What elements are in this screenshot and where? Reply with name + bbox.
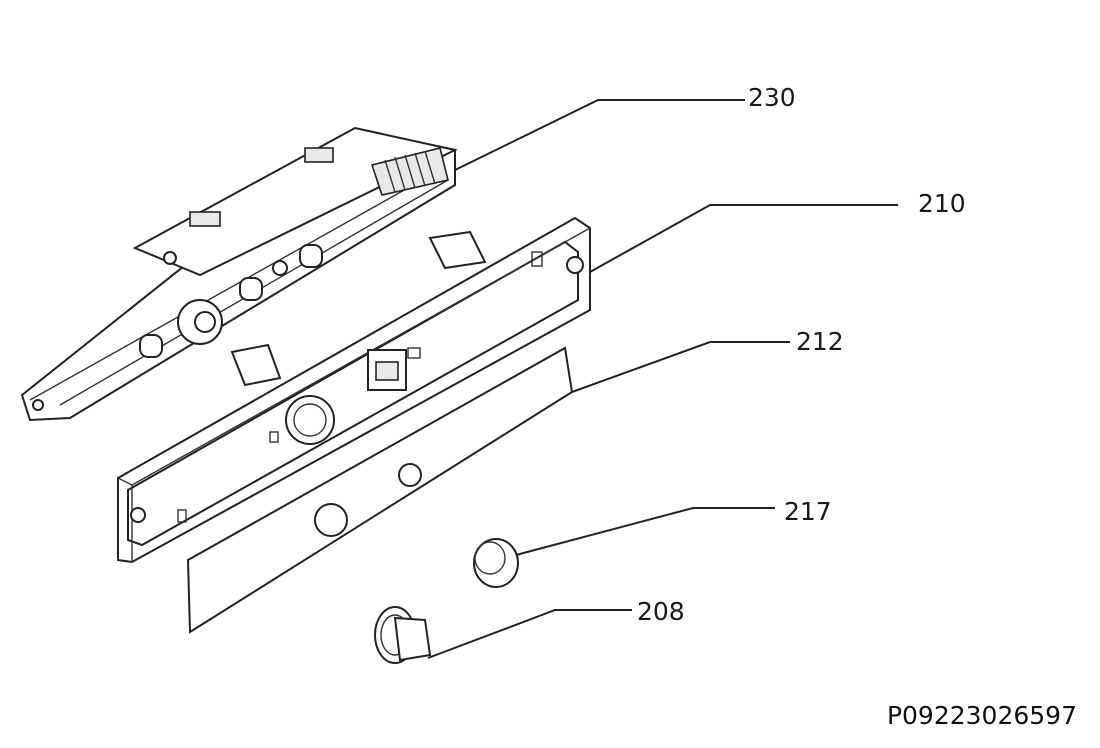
part-code: P09223026597 xyxy=(887,701,1077,730)
connector-coil xyxy=(370,147,449,196)
callout-230: 230 xyxy=(748,83,796,112)
callout-210: 210 xyxy=(918,189,966,218)
part-217-lamp-cover xyxy=(473,538,519,588)
callout-217: 217 xyxy=(784,497,832,526)
part-212-decor-panel xyxy=(186,346,574,634)
part-208-control-knob xyxy=(374,606,432,664)
callout-212: 212 xyxy=(796,327,844,356)
part-210-front-frame xyxy=(117,216,591,564)
leader-lines xyxy=(427,99,898,659)
callout-208: 208 xyxy=(637,597,685,626)
part-230-pcb-bracket xyxy=(20,126,459,422)
